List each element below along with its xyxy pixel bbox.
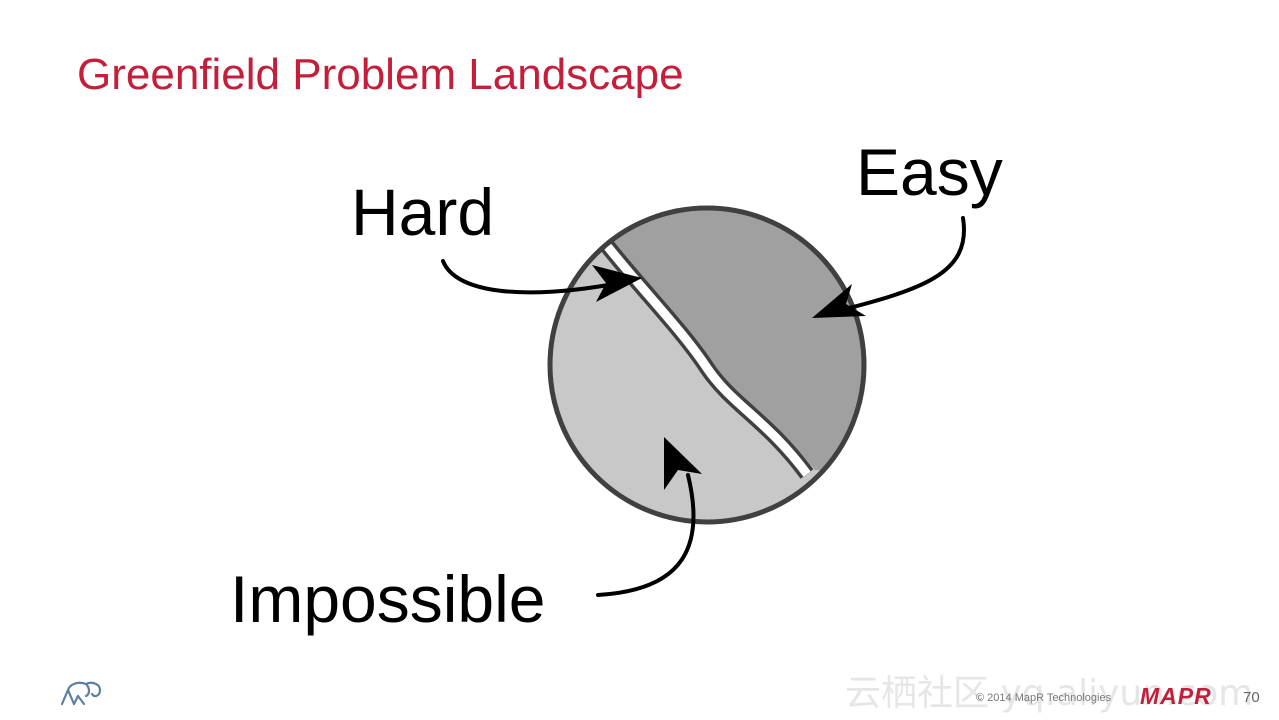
easy-label: Easy (856, 135, 1003, 209)
brand-logo: MAPR (1140, 683, 1212, 709)
copyright-text: © 2014 MapR Technologies (976, 692, 1112, 704)
slide-title: Greenfield Problem Landscape (77, 50, 684, 99)
page-number: 70 (1243, 689, 1260, 706)
elephant-logo-icon (60, 681, 102, 706)
easy-arrowhead (812, 284, 866, 318)
hard-band-fill (600, 239, 811, 477)
landscape-circle-outline (547, 205, 867, 525)
impossible-arrowhead (664, 437, 702, 490)
hard-label: Hard (351, 175, 494, 249)
impossible-arrow (596, 473, 696, 597)
hard-arrowhead (592, 265, 642, 302)
easy-arrow (828, 216, 966, 315)
hard-arrow (441, 259, 627, 295)
impossible-label: Impossible (230, 562, 545, 636)
